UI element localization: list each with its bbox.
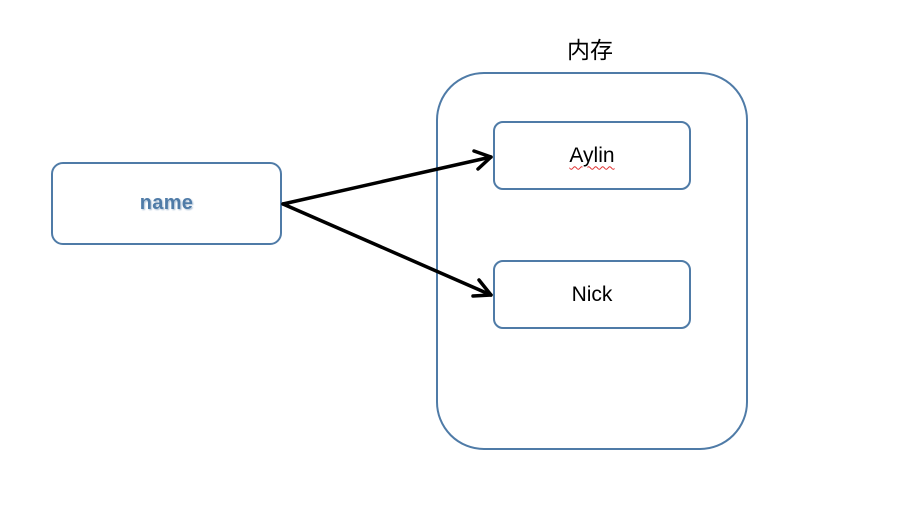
value-box-nick: Nick — [493, 260, 691, 329]
value-box-aylin: Aylin — [493, 121, 691, 190]
value-label-aylin: Aylin — [569, 143, 615, 167]
variable-name-box: name — [51, 162, 282, 245]
memory-label: 内存 — [567, 38, 613, 64]
variable-name-label: name — [139, 192, 194, 214]
value-label-nick: Nick — [571, 282, 613, 306]
